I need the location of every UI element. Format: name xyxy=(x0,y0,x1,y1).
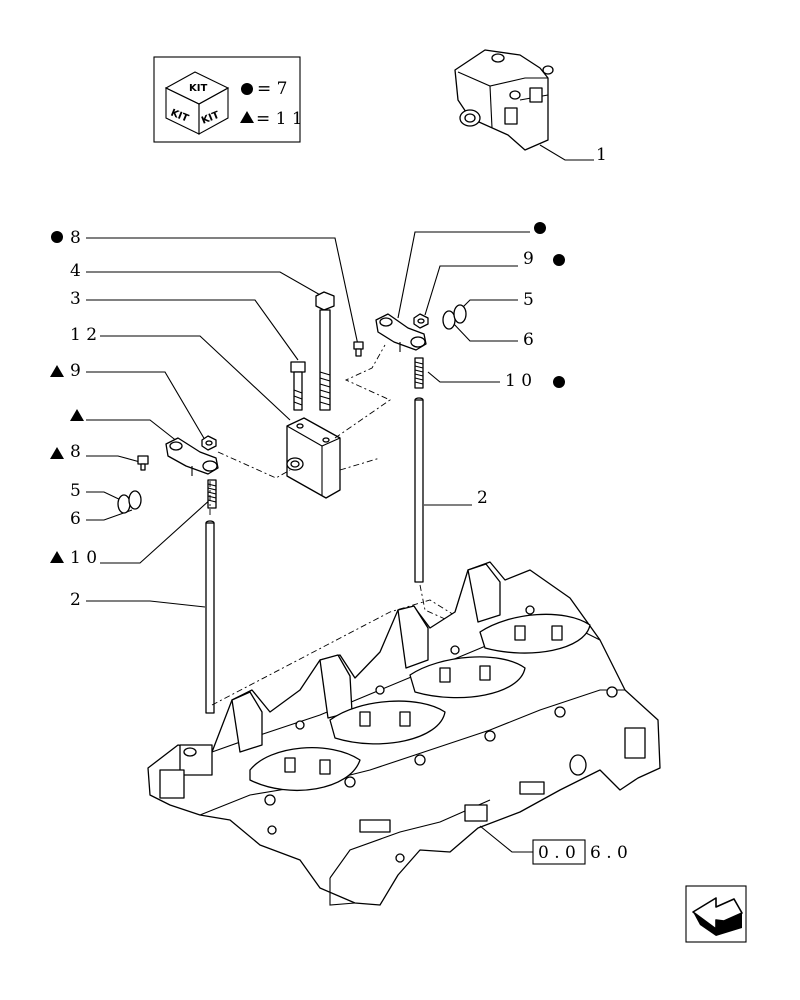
push-rod-left xyxy=(205,520,215,714)
label-6-right: 6 xyxy=(523,330,534,350)
triangle-symbol-icon xyxy=(50,447,64,459)
label-5-right: 5 xyxy=(523,290,534,310)
small-screw-top xyxy=(353,341,364,357)
leader-3 xyxy=(86,299,299,361)
leader-10-left xyxy=(100,497,213,564)
label-8-top: 8 xyxy=(70,228,81,248)
label-5-left: 5 xyxy=(70,481,81,501)
leader-8-left xyxy=(86,455,141,463)
leader-6-right xyxy=(451,321,518,342)
stud-right xyxy=(414,357,424,389)
legend-frame xyxy=(153,56,301,143)
kit-cube-icon: KIT KIT KIT xyxy=(164,71,230,135)
rocker-support-assembly xyxy=(454,49,554,151)
circle-kit-count: = 7 xyxy=(257,79,287,99)
leader-4 xyxy=(86,271,323,297)
leader-rocker-right xyxy=(397,231,530,319)
leader-5-right xyxy=(461,299,518,309)
label-2-left: 2 xyxy=(70,590,81,610)
cylinder-head xyxy=(147,561,661,906)
stud-left xyxy=(207,479,217,509)
circle-symbol-icon xyxy=(534,222,546,234)
kit-left-text: KIT xyxy=(169,108,190,125)
triangle-symbol-icon xyxy=(240,111,254,123)
leader-10-right xyxy=(427,371,500,383)
o-rings-right xyxy=(442,304,467,330)
label-9-right: 9 xyxy=(523,249,534,269)
leader-ref xyxy=(479,825,533,853)
rocker-arm-right xyxy=(375,313,427,352)
label-6-left: 6 xyxy=(70,509,81,529)
adjust-nut-right xyxy=(413,313,429,329)
ref-box xyxy=(532,839,586,865)
label-4: 4 xyxy=(70,261,81,281)
kit-legend: KIT KIT KIT = 7 = 1 1 xyxy=(153,56,303,143)
ref-code-boxed: 0 . 0 xyxy=(538,843,576,863)
bent-arrow-icon[interactable] xyxy=(685,885,747,943)
leader-rocker-left xyxy=(86,419,179,443)
leader-5-left xyxy=(86,491,126,503)
triangle-symbol-icon xyxy=(70,409,84,421)
label-12: 1 2 xyxy=(70,325,97,345)
rocker-arm-left xyxy=(165,437,219,476)
adjust-nut-left xyxy=(201,435,217,451)
label-2-right: 2 xyxy=(477,488,488,508)
label-9-left: 9 xyxy=(70,361,81,381)
bolt-3 xyxy=(290,361,306,411)
leader-2-left xyxy=(86,600,206,608)
o-rings-left xyxy=(117,490,142,514)
bolt-4 xyxy=(315,291,335,411)
push-rod-right xyxy=(414,397,424,583)
leader-12 xyxy=(100,335,291,421)
triangle-symbol-icon xyxy=(50,365,64,377)
kit-right-text: KIT xyxy=(200,110,221,127)
label-8-left: 8 xyxy=(70,442,81,462)
label-10-left: 1 0 xyxy=(70,548,97,568)
label-1: 1 xyxy=(596,145,607,165)
leader-9-right xyxy=(424,265,518,316)
triangle-kit-count: = 1 1 xyxy=(256,109,303,129)
support-block-12 xyxy=(286,417,341,499)
leader-9-left xyxy=(86,371,206,441)
label-10-right: 1 0 xyxy=(505,371,532,391)
circle-symbol-icon xyxy=(553,376,565,388)
circle-symbol-icon xyxy=(51,231,63,243)
leader-8-top xyxy=(86,237,359,346)
kit-top-text: KIT xyxy=(189,83,207,94)
label-3: 3 xyxy=(70,289,81,309)
triangle-symbol-icon xyxy=(50,551,64,563)
leader-1 xyxy=(539,144,594,161)
circle-symbol-icon xyxy=(553,254,565,266)
circle-symbol-icon xyxy=(241,83,253,95)
ref-code-suffix: 6 . 0 xyxy=(590,843,628,863)
small-screw-left xyxy=(137,455,149,471)
